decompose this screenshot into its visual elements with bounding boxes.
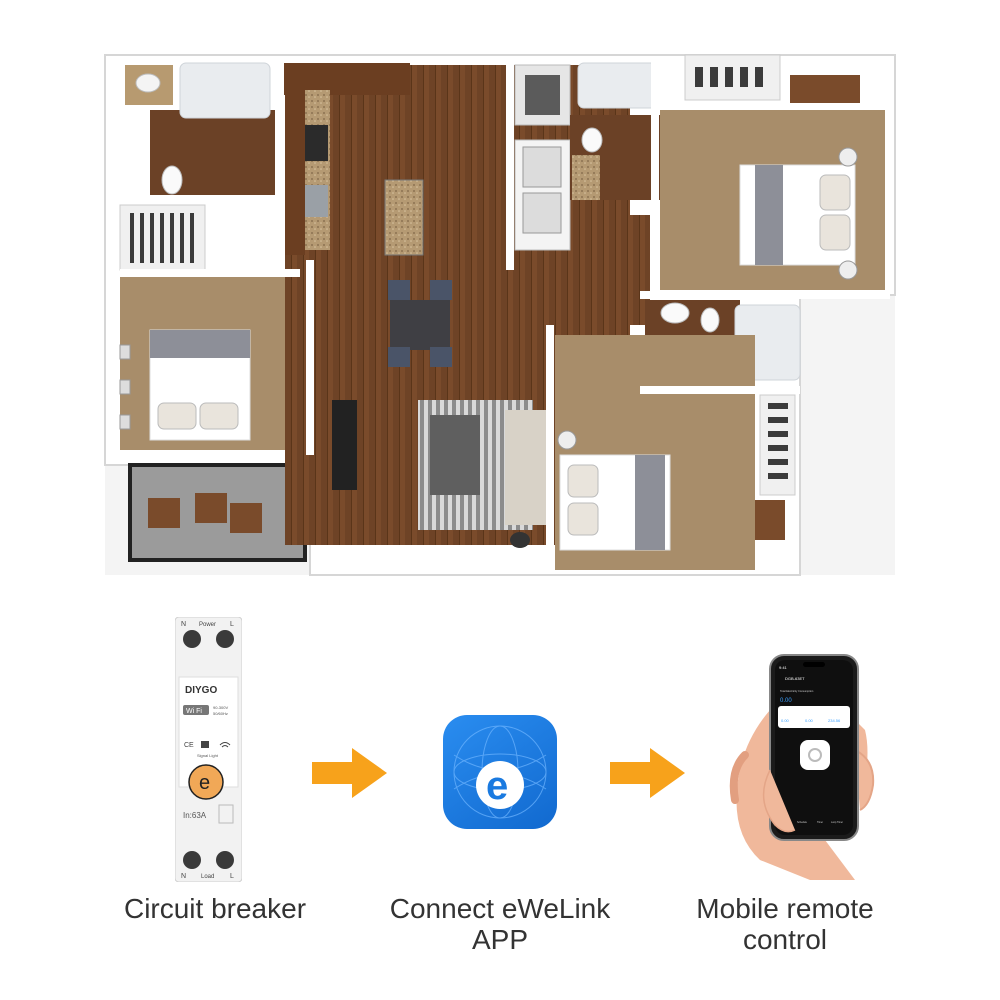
- breaker-current-rating: In:63A: [183, 811, 207, 820]
- ewelink-app-icon: e: [443, 715, 557, 829]
- breaker-top-power-label: Power: [199, 622, 216, 628]
- step-label-circuit-breaker: Circuit breaker: [100, 893, 330, 924]
- phone-tab-schedule[interactable]: Schedule: [797, 821, 808, 824]
- phone-status-time: 9:41: [779, 665, 788, 670]
- breaker-bottom-load-label: Load: [201, 874, 214, 880]
- breaker-top-left-terminal: N: [181, 621, 186, 628]
- phone-tab-loop-timer[interactable]: Loop Timer: [831, 821, 843, 824]
- phone-usage-title: Total Electricity Consumption: [780, 689, 814, 693]
- breaker-bottom-right-terminal: L: [230, 873, 234, 880]
- power-toggle-button[interactable]: [800, 740, 830, 770]
- step-label-line1: Circuit breaker: [123, 893, 307, 924]
- breaker-logo-letter: e: [199, 772, 210, 794]
- breaker-rating-voltage: 90-300V: [213, 705, 228, 710]
- terminal-screw-icon: [183, 630, 201, 648]
- step-label-connect-ewelink: Connect eWeLink APP: [360, 893, 640, 955]
- apartment-floorplan-illustration: [104, 54, 896, 576]
- arrow-right-icon: [312, 748, 387, 798]
- wifi-icon: [219, 742, 231, 748]
- step-label-line2: APP: [471, 924, 529, 955]
- breaker-bottom-left-terminal: N: [181, 873, 186, 880]
- breaker-signal-label: Signal Light: [197, 753, 219, 758]
- phone-tab-timer[interactable]: Timer: [817, 821, 823, 824]
- breaker-wifi-badge: Wi Fi: [186, 708, 202, 715]
- globe-grid-icon: e: [453, 725, 547, 819]
- phone-usage-value: 0.00: [780, 698, 792, 704]
- arrow-right-icon: [610, 748, 685, 798]
- phone-device-title: DGB-63ET: [785, 676, 805, 681]
- breaker-rating-frequency: 50/60Hz: [213, 711, 228, 716]
- step-label-mobile-remote: Mobile remote control: [670, 893, 900, 955]
- signal-light-icon: [201, 741, 209, 748]
- breaker-brand: DIYGO: [185, 685, 217, 696]
- step-label-line1: Mobile remote: [696, 893, 874, 924]
- power-toggle-icon: [808, 748, 822, 762]
- circuit-breaker-device: N Power L DIYGO Wi Fi 90-300V 50/60Hz CE…: [175, 617, 242, 882]
- terminal-screw-icon: [216, 630, 234, 648]
- breaker-ce-mark: CE: [184, 742, 194, 749]
- phone-stat-value-3: 234.56: [828, 718, 841, 723]
- ewelink-logo-icon: [188, 764, 224, 800]
- terminal-screw-icon: [183, 851, 201, 869]
- step-label-line1: Connect eWeLink: [389, 893, 611, 924]
- breaker-top-right-terminal: L: [230, 621, 234, 628]
- phone-stat-value-1: 0.00: [781, 718, 790, 723]
- ewelink-app-letter: e: [486, 764, 508, 808]
- terminal-screw-icon: [216, 851, 234, 869]
- step-label-line2: control: [742, 924, 828, 955]
- phone-in-hand-illustration: 9:41 DGB-63ET Total Electricity Consumpt…: [729, 654, 875, 880]
- phone-stat-value-2: 0.00: [805, 718, 814, 723]
